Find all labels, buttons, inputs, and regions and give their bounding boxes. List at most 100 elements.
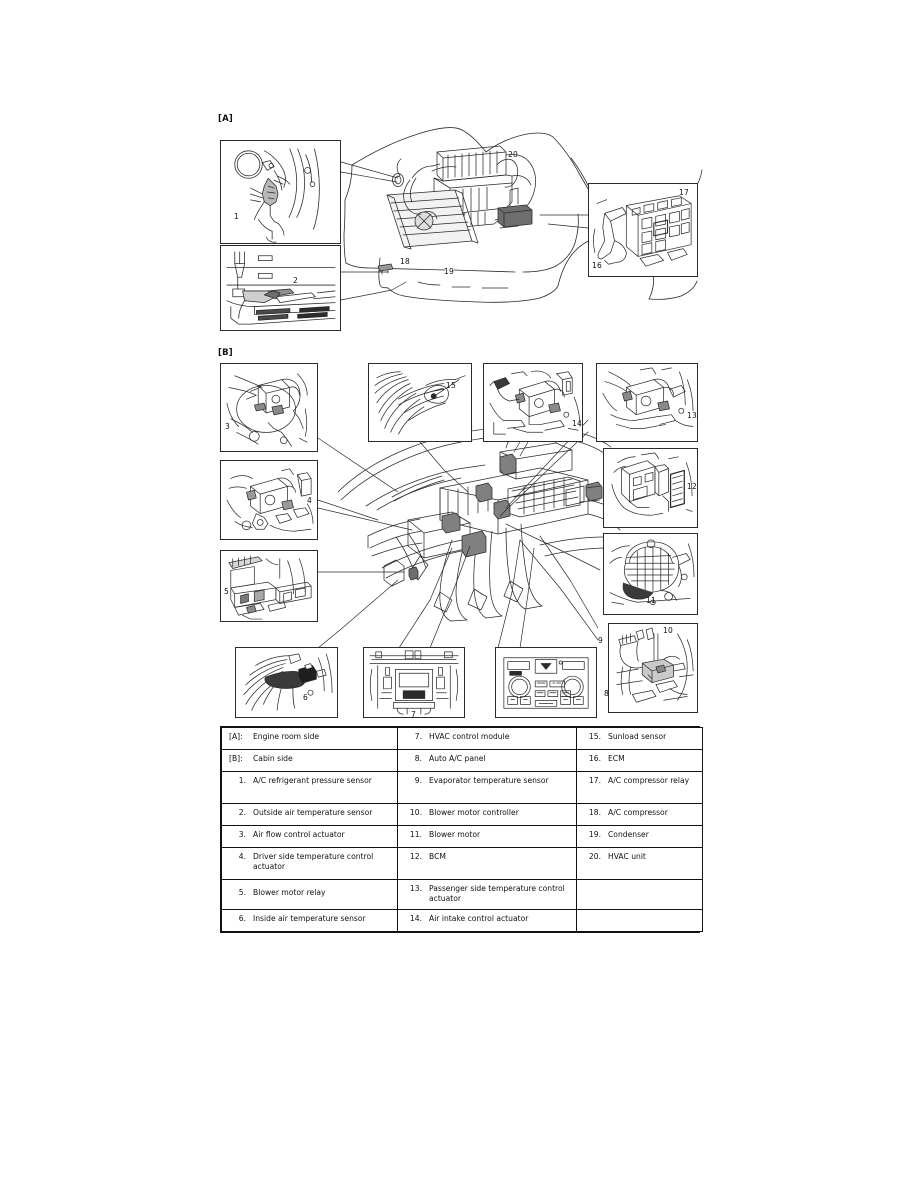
legend-index: 9. [414, 776, 422, 785]
legend-label: HVAC unit [608, 852, 646, 861]
legend-index: 15. [588, 732, 601, 741]
callout-number-10: 10 [663, 626, 673, 635]
component-legend-table: [A]: Engine room side 7. HVAC control mo… [220, 726, 703, 933]
legend-index: 20. [588, 852, 601, 861]
legend-label: Condenser [608, 830, 649, 839]
legend-cell: 16. ECM [576, 749, 703, 772]
detail-box-15 [368, 363, 472, 442]
table-row: 6. Inside air temperature sensor 14. Air… [221, 908, 703, 932]
detail-box-12 [603, 448, 698, 528]
legend-cell: 7. HVAC control module [397, 727, 577, 750]
detail-box-2 [220, 245, 341, 331]
callout-number-8: 8 [604, 689, 609, 698]
callout-number-9: 9 [598, 636, 603, 645]
legend-index: 8. [414, 754, 422, 763]
legend-cell: 13. Passenger side temperature control a… [397, 879, 577, 910]
legend-cell: 6. Inside air temperature sensor [221, 908, 398, 932]
legend-index: 16. [588, 754, 601, 763]
legend-cell: 3. Air flow control actuator [221, 825, 398, 848]
section-label-b: [B] [218, 348, 233, 358]
legend-index: 6. [238, 913, 246, 923]
legend-index: 13. [409, 884, 422, 893]
table-row: 1. A/C refrigerant pressure sensor 9. Ev… [221, 771, 703, 804]
legend-label: A/C compressor relay [608, 776, 690, 785]
legend-label: Outside air temperature sensor [253, 808, 373, 817]
legend-index: 2. [238, 808, 246, 817]
detail-box-3 [220, 363, 318, 452]
legend-cell: 4. Driver side temperature control actua… [221, 847, 398, 880]
table-row: 4. Driver side temperature control actua… [221, 847, 703, 880]
detail-box-5 [220, 550, 318, 622]
legend-index: 3. [238, 830, 246, 839]
legend-label: A/C refrigerant pressure sensor [253, 776, 372, 785]
legend-cell: 11. Blower motor [397, 825, 577, 848]
callout-number-4: 4 [307, 496, 312, 505]
legend-cell-empty [576, 908, 703, 932]
detail-box-14 [483, 363, 583, 442]
detail-box-11 [603, 533, 698, 615]
table-row: [B]: Cabin side 8. Auto A/C panel 16. [221, 749, 703, 772]
legend-index: 14. [409, 913, 422, 923]
legend-cell: 18. A/C compressor [576, 803, 703, 826]
detail-box-9-10 [608, 623, 698, 713]
legend-index: 4. [238, 852, 246, 861]
legend-cell-empty [576, 879, 703, 910]
legend-index: 12. [409, 852, 422, 861]
callout-number-18: 18 [400, 257, 410, 266]
detail-box-8 [495, 647, 597, 718]
table-row: [A]: Engine room side 7. HVAC control mo… [221, 727, 703, 750]
callout-number-14: 14 [572, 419, 582, 428]
callout-number-11: 11 [646, 596, 656, 605]
legend-cell: 2. Outside air temperature sensor [221, 803, 398, 826]
callout-number-20: 20 [508, 150, 518, 159]
callout-number-12: 12 [687, 482, 697, 491]
legend-label: Sunload sensor [608, 732, 667, 741]
legend-label: ECM [608, 754, 625, 763]
legend-index: 18. [588, 808, 601, 817]
legend-cell: 12. BCM [397, 847, 577, 880]
section-label-a: [A] [218, 114, 233, 124]
legend-index: 5. [238, 887, 246, 897]
legend-label: Air intake control actuator [429, 913, 529, 923]
table-row: 2. Outside air temperature sensor 10. Bl… [221, 803, 703, 826]
legend-label: Evaporator temperature sensor [429, 776, 549, 785]
legend-index: 19. [588, 830, 601, 839]
legend-index: 11. [409, 830, 422, 839]
legend-cell: 17. A/C compressor relay [576, 771, 703, 804]
legend-index: 7. [414, 732, 422, 741]
legend-label: BCM [429, 852, 446, 861]
legend-cell: 5. Blower motor relay [221, 879, 398, 910]
callout-number-13: 13 [687, 411, 697, 420]
detail-box-16-17 [588, 183, 698, 277]
legend-label: Cabin side [253, 754, 293, 763]
legend-cell: 10. Blower motor controller [397, 803, 577, 826]
detail-box-4 [220, 460, 318, 540]
detail-box-6 [235, 647, 338, 718]
callout-number-2: 2 [293, 276, 298, 285]
detail-box-7 [363, 647, 465, 718]
legend-index: [B]: [229, 754, 243, 763]
legend-cell: 8. Auto A/C panel [397, 749, 577, 772]
callout-number-16: 16 [592, 261, 602, 270]
legend-label: Driver side temperature control actuator [253, 852, 374, 872]
legend-cell: [B]: Cabin side [221, 749, 398, 772]
legend-cell: 19. Condenser [576, 825, 703, 848]
table-row: 3. Air flow control actuator 11. Blower … [221, 825, 703, 848]
legend-index: [A]: [229, 732, 243, 741]
legend-label: Blower motor [429, 830, 481, 839]
legend-label: Passenger side temperature control actua… [429, 884, 565, 904]
legend-label: Air flow control actuator [253, 830, 345, 839]
callout-number-15: 15 [446, 381, 456, 390]
callout-number-17: 17 [679, 188, 689, 197]
callout-number-6: 6 [303, 693, 308, 702]
callout-number-5: 5 [224, 587, 229, 596]
legend-cell: 1. A/C refrigerant pressure sensor [221, 771, 398, 804]
legend-label: Blower motor controller [429, 808, 519, 817]
legend-label: Auto A/C panel [429, 754, 486, 763]
legend-label: HVAC control module [429, 732, 510, 741]
callout-number-7: 7 [411, 710, 416, 719]
detail-box-13 [596, 363, 698, 442]
legend-index: 1. [238, 776, 246, 785]
